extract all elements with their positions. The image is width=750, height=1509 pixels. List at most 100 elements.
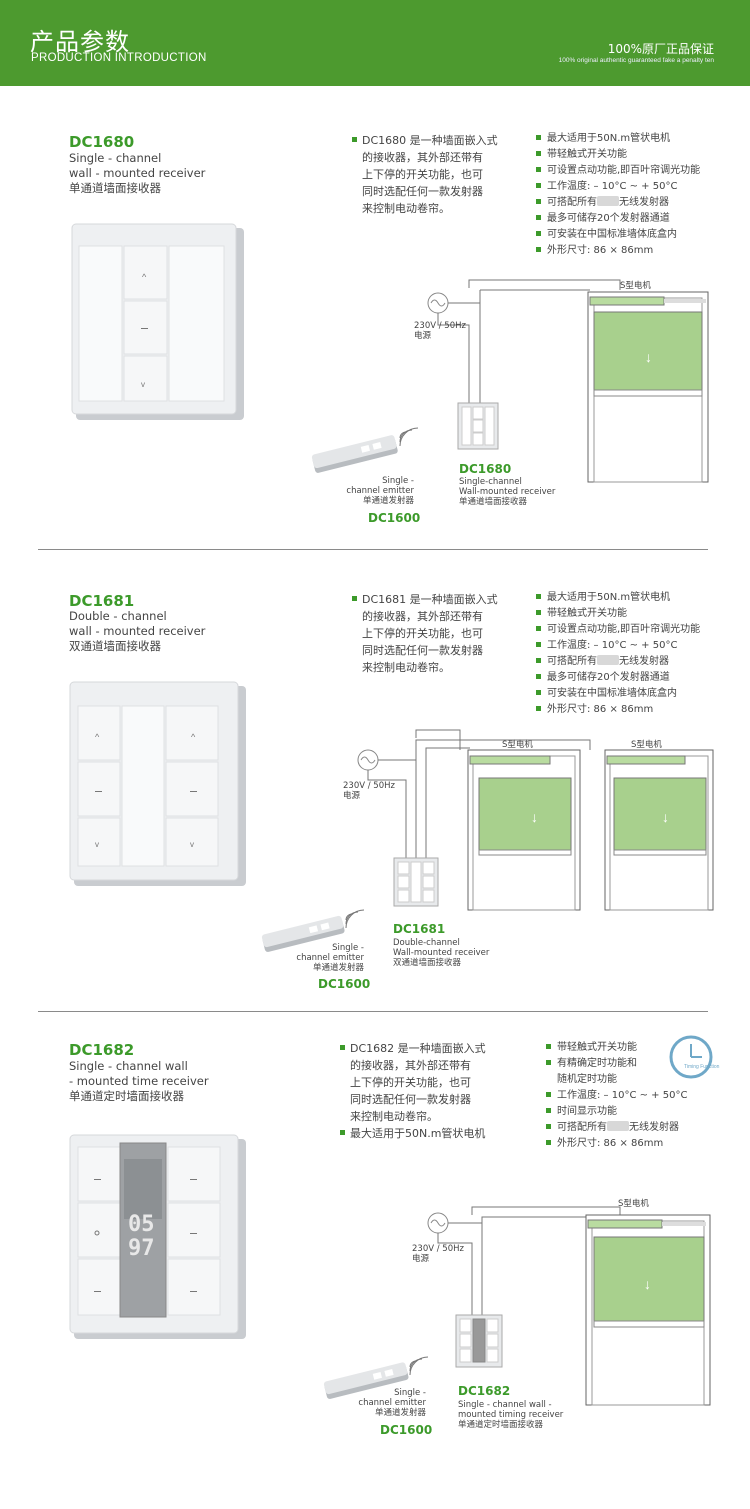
bullet-icon (536, 231, 541, 236)
caption-line: Single-channel (459, 477, 522, 487)
feature-item: 工作温度: – 10°C ~ + 50°C (557, 1090, 688, 1101)
bullet-icon (546, 1140, 551, 1145)
emitter-caption: Single - channel emitter 单通道发射器 (260, 943, 364, 973)
bullet-icon (536, 690, 541, 695)
power-label: 230V / 50Hz (414, 321, 466, 331)
svg-text:^: ^ (191, 732, 196, 742)
product-features-dc1682: 带轻触式开关功能 有精确定时功能和 随机定时功能 工作温度: – 10°C ~ … (546, 1040, 687, 1152)
caption-line: 双通道墙面接收器 (393, 958, 462, 968)
redacted-mark (607, 1121, 629, 1131)
product-desc-dc1681: DC1681 是一种墙面嵌入式 的接收器，其外部还带有 上下停的开关功能，也可 … (352, 591, 498, 676)
feature-item: 可搭配所有 (557, 1122, 607, 1133)
lcd-bottom-digits: 97 (128, 1236, 155, 1261)
timing-label: Timing Function (684, 1064, 720, 1070)
feature-item: 带轻触式开关功能 (557, 1042, 637, 1053)
bullet-icon (536, 674, 541, 679)
desc-line: 来控制电动卷帘。 (362, 202, 450, 215)
bullet-icon (352, 596, 357, 601)
power-label-cn: 电源 (414, 331, 432, 341)
desc-line: DC1681 是一种墙面嵌入式 (362, 593, 498, 606)
svg-text:v: v (141, 380, 145, 389)
caption-line: Double-channel (393, 938, 460, 948)
desc-line: 上下停的开关功能，也可 (362, 627, 483, 640)
bullet-icon (536, 167, 541, 172)
feature-item: 可设置点动功能,即百叶帘调光功能 (547, 624, 701, 635)
feature-item: 无线发射器 (619, 656, 669, 667)
product-model-dc1681: DC1681 (69, 592, 135, 610)
power-label-cn: 电源 (412, 1254, 430, 1264)
feature-item: 带轻触式开关功能 (547, 608, 627, 619)
name-line: 双通道墙面接收器 (69, 639, 161, 653)
feature-item: 工作温度: – 10°C ~ + 50°C (547, 181, 678, 192)
power-label: 230V / 50Hz (412, 1244, 464, 1254)
bullet-icon (536, 151, 541, 156)
name-line: Single - channel (69, 151, 162, 165)
name-line: wall - mounted receiver (69, 166, 206, 180)
product-name-dc1680: Single - channel wall - mounted receiver… (69, 151, 205, 196)
caption-line: channel emitter (358, 1398, 426, 1408)
feature-item: 可安装在中国标准墙体底盒内 (547, 688, 677, 699)
product-features-dc1680: 最大适用于50N.m管状电机 带轻触式开关功能 可设置点动功能,即百叶帘调光功能… (536, 131, 700, 259)
svg-text:↓: ↓ (531, 809, 538, 825)
desc-line: DC1680 是一种墙面嵌入式 (362, 134, 498, 147)
lcd-top-digits: 05 (128, 1212, 155, 1237)
product-name-dc1681: Double - channel wall - mounted receiver… (69, 609, 205, 654)
caption-line: 单通道墙面接收器 (459, 497, 528, 507)
emitter-caption: Single - channel emitter 单通道发射器 (315, 476, 414, 506)
caption-line: channel emitter (346, 486, 414, 496)
desc-line: 的接收器，其外部还带有 (350, 1059, 471, 1072)
caption-line: channel emitter (296, 953, 364, 963)
feature-item: 外形尺寸: 86 × 86mm (557, 1138, 664, 1149)
motor-label: S型电机 (618, 1199, 649, 1209)
feature-item: 最多可储存20个发射器通道 (547, 213, 670, 224)
desc-line: 的接收器，其外部还带有 (362, 151, 483, 164)
bullet-icon (546, 1124, 551, 1129)
redacted-mark (597, 655, 619, 665)
caption-line: Single - channel wall - (458, 1400, 552, 1410)
motor-label: S型电机 (631, 740, 662, 750)
caption-line: Single - (382, 476, 414, 486)
feature-item: 无线发射器 (629, 1122, 679, 1133)
feature-item: 最大适用于50N.m管状电机 (547, 592, 671, 603)
header-title-en: PRODUCTION INTRODUCTION (31, 52, 207, 64)
receiver-caption: Double-channel Wall-mounted receiver 双通道… (393, 938, 489, 968)
desc-line: 同时选配任何一款发射器 (362, 644, 483, 657)
section-divider (38, 549, 708, 550)
name-line: 单通道墙面接收器 (69, 181, 161, 195)
name-line: wall - mounted receiver (69, 624, 206, 638)
desc-line: 上下停的开关功能，也可 (350, 1076, 471, 1089)
name-line: 单通道定时墙面接收器 (69, 1089, 184, 1103)
desc-line: 同时选配任何一款发射器 (362, 185, 483, 198)
name-line: Single - channel wall (69, 1059, 188, 1073)
product-desc-dc1680: DC1680 是一种墙面嵌入式 的接收器，其外部还带有 上下停的开关功能，也可 … (352, 132, 498, 217)
feature-item: 可搭配所有 (547, 197, 597, 208)
product-desc-dc1682: DC1682 是一种墙面嵌入式 的接收器，其外部还带有 上下停的开关功能，也可 … (340, 1040, 486, 1142)
name-line: - mounted time receiver (69, 1074, 209, 1088)
bullet-icon (536, 626, 541, 631)
bullet-icon (536, 642, 541, 647)
guarantee-en: 100% original authentic guaranteed fake … (558, 57, 714, 64)
receiver-image-dc1681: ^ v ^ v (69, 681, 246, 886)
header-banner: 产品参数 PRODUCTION INTRODUCTION 100%原厂正品保证 … (0, 0, 750, 86)
feature-item: 有精确定时功能和 (557, 1058, 637, 1069)
receiver-caption: Single - channel wall - mounted timing r… (458, 1400, 563, 1430)
feature-item: 带轻触式开关功能 (547, 149, 627, 160)
feature-item: 最大适用于50N.m管状电机 (547, 133, 671, 144)
feature-item: 无线发射器 (619, 197, 669, 208)
caption-line: 单通道发射器 (362, 496, 414, 506)
caption-line: Wall-mounted receiver (459, 487, 556, 497)
receiver-model: DC1682 (458, 1384, 511, 1398)
caption-line: 单通道发射器 (312, 963, 364, 973)
svg-text:v: v (95, 840, 99, 849)
desc-line: 同时选配任何一款发射器 (350, 1093, 471, 1106)
receiver-image-dc1682: 05 97 (69, 1134, 246, 1339)
wiring-diagram-dc1682: ↓ (323, 1206, 711, 1406)
bullet-icon (536, 247, 541, 252)
wiring-diagram-dc1681: ↓ ↓ (261, 729, 714, 952)
section-divider (38, 1011, 708, 1012)
caption-line: Wall-mounted receiver (393, 948, 490, 958)
feature-item: 最多可储存20个发射器通道 (547, 672, 670, 683)
power-label-cn: 电源 (343, 791, 361, 801)
bullet-icon (536, 183, 541, 188)
caption-line: Single - (332, 943, 364, 953)
